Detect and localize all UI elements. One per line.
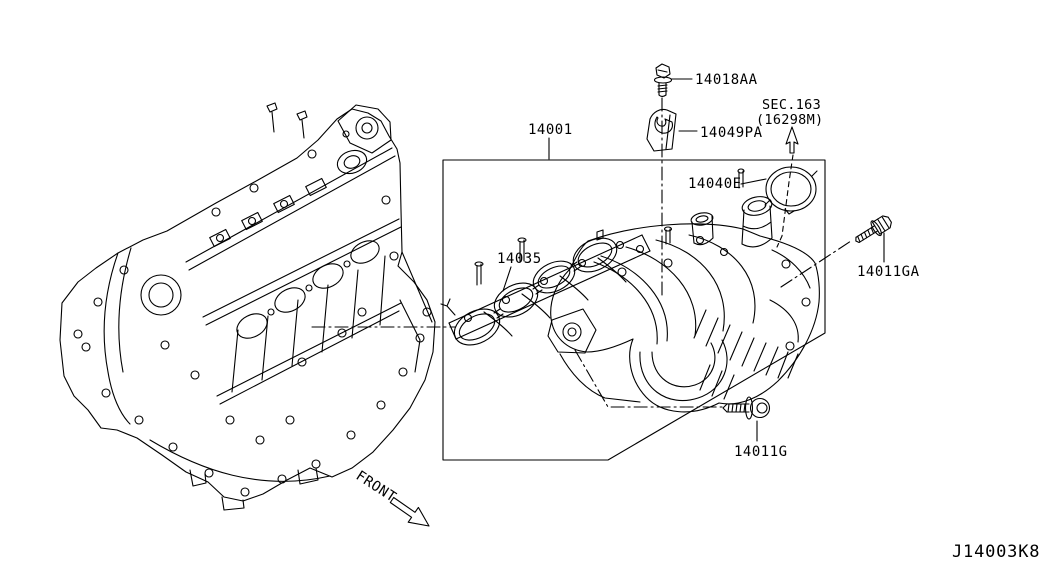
part-label-14018AA[interactable]: 14018AA — [695, 72, 758, 88]
labels-layer: 14001 14018AA 14049PA SEC.163 (16298M) 1… — [353, 72, 1040, 562]
section-ref-line2[interactable]: (16298M) — [756, 112, 823, 128]
bracket-14049PA-illustration — [646, 108, 677, 152]
assembly-centerlines — [311, 97, 852, 408]
part-label-14035[interactable]: 14035 — [497, 251, 542, 267]
part-label-14040E[interactable]: 14040E — [688, 176, 742, 192]
engine-block-illustration — [59, 102, 436, 511]
front-arrow-icon — [389, 496, 430, 527]
section-ref-line1[interactable]: SEC.163 — [762, 97, 821, 113]
leader-lines — [502, 78, 885, 442]
part-label-14001[interactable]: 14001 — [528, 122, 573, 138]
front-label: FRONT — [353, 468, 399, 506]
boundary-box-14001 — [442, 159, 826, 461]
intake-manifold-illustration — [448, 168, 820, 413]
ring-gasket-14040E-illustration — [764, 166, 818, 215]
bolt-14011GA-illustration — [855, 215, 892, 243]
diagram-code: J14003K8 — [952, 542, 1040, 562]
part-label-14011G[interactable]: 14011G — [734, 444, 788, 460]
part-label-14049PA[interactable]: 14049PA — [700, 125, 763, 141]
bolt-14018AA-illustration — [653, 63, 673, 98]
section-reference-arrow — [776, 126, 799, 248]
part-label-14011GA[interactable]: 14011GA — [857, 264, 920, 280]
bolt-14011G-illustration — [722, 396, 771, 420]
